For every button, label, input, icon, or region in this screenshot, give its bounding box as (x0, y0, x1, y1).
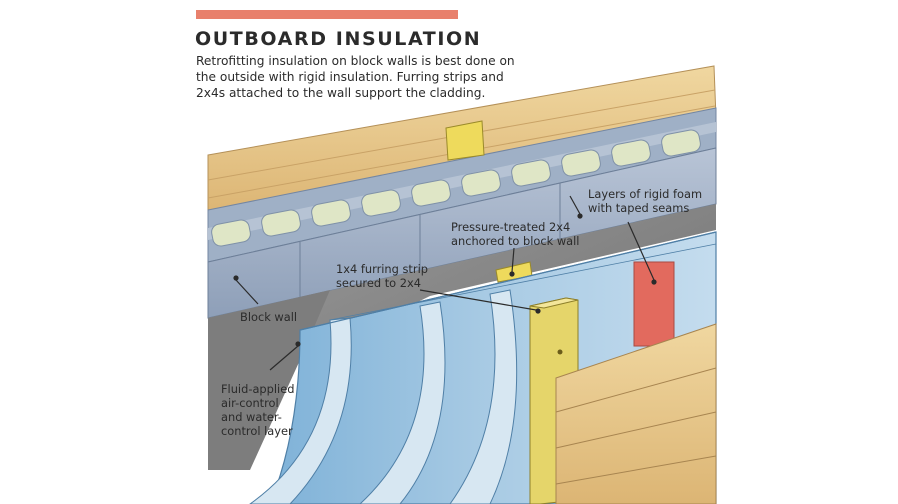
callout-line: secured to 2x4 (336, 276, 428, 290)
foam-sample-swatch (634, 262, 674, 346)
callout-line: Pressure-treated 2x4 (451, 220, 579, 234)
callout-line: 1x4 furring strip (336, 262, 428, 276)
callout-line: with taped seams (588, 201, 702, 215)
callout-pressure-treated: Pressure-treated 2x4 anchored to block w… (451, 220, 579, 248)
callout-block-wall: Block wall (240, 310, 297, 324)
callout-line: control layer (221, 424, 294, 438)
callout-rigid-foam: Layers of rigid foam with taped seams (588, 187, 702, 215)
callout-line: Layers of rigid foam (588, 187, 702, 201)
callout-line: Block wall (240, 310, 297, 324)
callout-line: anchored to block wall (451, 234, 579, 248)
callout-furring-strip: 1x4 furring strip secured to 2x4 (336, 262, 428, 290)
callout-line: Fluid-applied (221, 382, 294, 396)
callout-fluid-applied: Fluid-applied air-control and water- con… (221, 382, 294, 438)
callout-line: and water- (221, 410, 294, 424)
callout-line: air-control (221, 396, 294, 410)
